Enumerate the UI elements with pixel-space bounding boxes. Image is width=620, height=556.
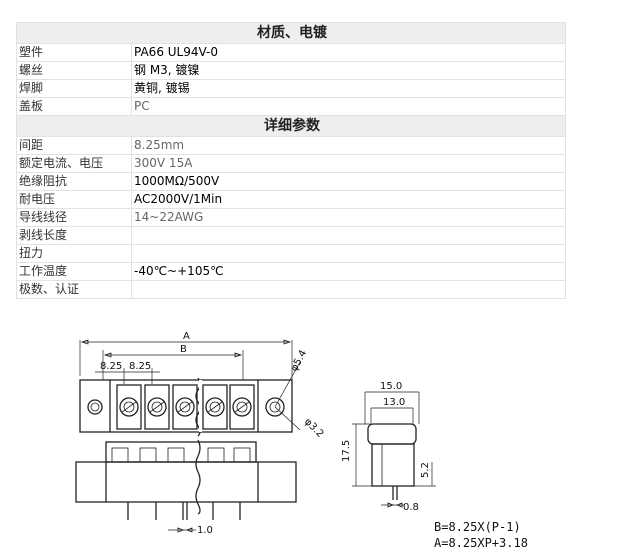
screw-cells bbox=[116, 384, 255, 430]
pin-thick-label: 0.8 bbox=[403, 502, 419, 513]
row-value: 钢 M3, 镀镍 bbox=[131, 61, 566, 80]
table-row: 间距 8.25mm bbox=[16, 136, 566, 155]
front-view: 1.0 bbox=[75, 439, 297, 536]
row-label: 盖板 bbox=[16, 97, 132, 116]
row-label: 绝缘阻抗 bbox=[16, 172, 132, 191]
side-inner-label: 13.0 bbox=[383, 397, 405, 408]
table-row: 扭力 bbox=[16, 244, 566, 263]
row-value bbox=[131, 280, 566, 299]
row-label: 焊脚 bbox=[16, 79, 132, 98]
dim-b-label: B bbox=[180, 344, 187, 355]
row-value: 14~22AWG bbox=[131, 208, 566, 227]
row-label: 塑件 bbox=[16, 43, 132, 62]
row-label: 间距 bbox=[16, 136, 132, 155]
pin-width-label: 1.0 bbox=[197, 525, 213, 536]
dim-a-label: A bbox=[183, 331, 190, 342]
table-row: 塑件 PA66 UL94V-0 bbox=[16, 43, 566, 62]
row-value: -40℃~+105℃ bbox=[131, 262, 566, 281]
row-value bbox=[131, 244, 566, 263]
hole-small-label: φ3.2 bbox=[302, 416, 326, 440]
row-label: 剥线长度 bbox=[16, 226, 132, 245]
section-title-params: 详细参数 bbox=[16, 115, 566, 137]
row-label: 额定电流、电压 bbox=[16, 154, 132, 173]
row-label: 扭力 bbox=[16, 244, 132, 263]
side-top-label: 15.0 bbox=[380, 381, 402, 392]
side-view: 15.0 13.0 17.5 5.2 0.8 bbox=[341, 381, 436, 513]
spec-table: 材质、电镀 塑件 PA66 UL94V-0 螺丝 钢 M3, 镀镍 焊脚 黄铜,… bbox=[16, 22, 566, 299]
table-row: 绝缘阻抗 1000MΩ/500V bbox=[16, 172, 566, 191]
pin-length-label: 5.2 bbox=[420, 462, 431, 478]
row-label: 耐电压 bbox=[16, 190, 132, 209]
table-row: 极数、认证 bbox=[16, 280, 566, 299]
section-header-material: 材质、电镀 bbox=[16, 22, 566, 44]
row-value: 1000MΩ/500V bbox=[131, 172, 566, 191]
pins bbox=[127, 502, 241, 520]
table-row: 工作温度 -40℃~+105℃ bbox=[16, 262, 566, 281]
table-row: 剥线长度 bbox=[16, 226, 566, 245]
formulas: B=8.25X(P-1) A=8.25XP+3.18 bbox=[434, 520, 528, 550]
pitch-2-label: 8.25 bbox=[129, 361, 151, 372]
row-label: 极数、认证 bbox=[16, 280, 132, 299]
technical-drawing: A B 8.25 8.25 φ5.4 φ3.2 bbox=[75, 331, 528, 550]
row-value: PA66 UL94V-0 bbox=[131, 43, 566, 62]
row-value: 8.25mm bbox=[131, 136, 566, 155]
row-value: PC bbox=[131, 97, 566, 116]
formula-a: A=8.25XP+3.18 bbox=[434, 536, 528, 550]
row-label: 螺丝 bbox=[16, 61, 132, 80]
row-value: 300V 15A bbox=[131, 154, 566, 173]
side-height-label: 17.5 bbox=[341, 440, 352, 462]
table-row: 螺丝 钢 M3, 镀镍 bbox=[16, 61, 566, 80]
section-header-params: 详细参数 bbox=[16, 115, 566, 137]
table-row: 盖板 PC bbox=[16, 97, 566, 116]
section-title-material: 材质、电镀 bbox=[16, 22, 566, 44]
top-view: A B 8.25 8.25 φ5.4 φ3.2 bbox=[79, 331, 326, 440]
table-row: 焊脚 黄铜, 镀锡 bbox=[16, 79, 566, 98]
formula-b: B=8.25X(P-1) bbox=[434, 520, 521, 534]
table-row: 导线线径 14~22AWG bbox=[16, 208, 566, 227]
row-label: 导线线径 bbox=[16, 208, 132, 227]
row-value bbox=[131, 226, 566, 245]
row-value: AC2000V/1Min bbox=[131, 190, 566, 209]
row-value: 黄铜, 镀锡 bbox=[131, 79, 566, 98]
row-label: 工作温度 bbox=[16, 262, 132, 281]
table-row: 额定电流、电压 300V 15A bbox=[16, 154, 566, 173]
terminal-slots bbox=[111, 447, 251, 463]
pitch-1-label: 8.25 bbox=[100, 361, 122, 372]
table-row: 耐电压 AC2000V/1Min bbox=[16, 190, 566, 209]
